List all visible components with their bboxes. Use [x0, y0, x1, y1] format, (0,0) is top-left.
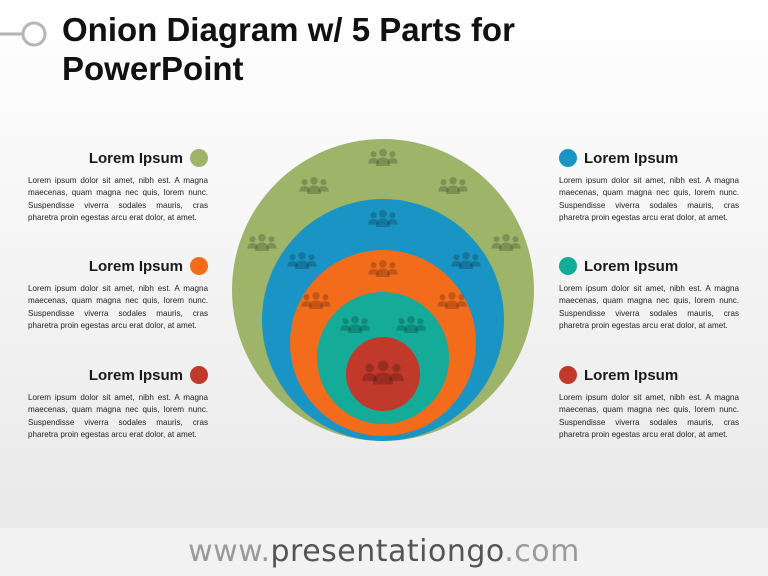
label-description: Lorem ipsum dolor sit amet, nibh est. A … [559, 393, 739, 440]
label-block-left-1: Lorem Ipsum Lorem ipsum dolor sit amet, … [28, 147, 208, 225]
label-description: Lorem ipsum dolor sit amet, nibh est. A … [28, 393, 208, 440]
color-dot-red [559, 366, 577, 384]
label-description: Lorem ipsum dolor sit amet, nibh est. A … [28, 284, 208, 331]
color-dot-blue [559, 149, 577, 167]
label-block-left-3: Lorem Ipsum Lorem ipsum dolor sit amet, … [28, 364, 208, 442]
label-title: Lorem Ipsum [88, 149, 183, 167]
label-block-right-2: Lorem Ipsum Lorem ipsum dolor sit amet, … [559, 255, 739, 333]
onion-diagram [232, 139, 534, 441]
presentationgo-logo-icon [0, 21, 47, 47]
footer: www.presentationgo.com [0, 528, 768, 576]
slide: Onion Diagram w/ 5 Parts for PowerPoint [0, 0, 768, 528]
footer-url-www: www. [188, 534, 271, 569]
label-block-right-1: Lorem Ipsum Lorem ipsum dolor sit amet, … [559, 147, 739, 225]
label-description: Lorem ipsum dolor sit amet, nibh est. A … [559, 284, 739, 331]
label-title: Lorem Ipsum [584, 257, 679, 275]
color-dot-green [190, 149, 208, 167]
color-dot-orange [190, 257, 208, 275]
label-title: Lorem Ipsum [88, 366, 183, 384]
color-dot-teal [559, 257, 577, 275]
color-dot-red [190, 366, 208, 384]
label-description: Lorem ipsum dolor sit amet, nibh est. A … [28, 176, 208, 223]
label-block-left-2: Lorem Ipsum Lorem ipsum dolor sit amet, … [28, 255, 208, 333]
label-description: Lorem ipsum dolor sit amet, nibh est. A … [559, 176, 739, 223]
label-title: Lorem Ipsum [584, 149, 679, 167]
label-title: Lorem Ipsum [584, 366, 679, 384]
footer-url-brand: presentationgo [270, 534, 505, 569]
page-title: Onion Diagram w/ 5 Parts for PowerPoint [62, 11, 515, 87]
label-block-right-3: Lorem Ipsum Lorem ipsum dolor sit amet, … [559, 364, 739, 442]
footer-url[interactable]: www.presentationgo.com [188, 534, 580, 569]
footer-url-com: .com [504, 534, 580, 569]
label-title: Lorem Ipsum [88, 257, 183, 275]
